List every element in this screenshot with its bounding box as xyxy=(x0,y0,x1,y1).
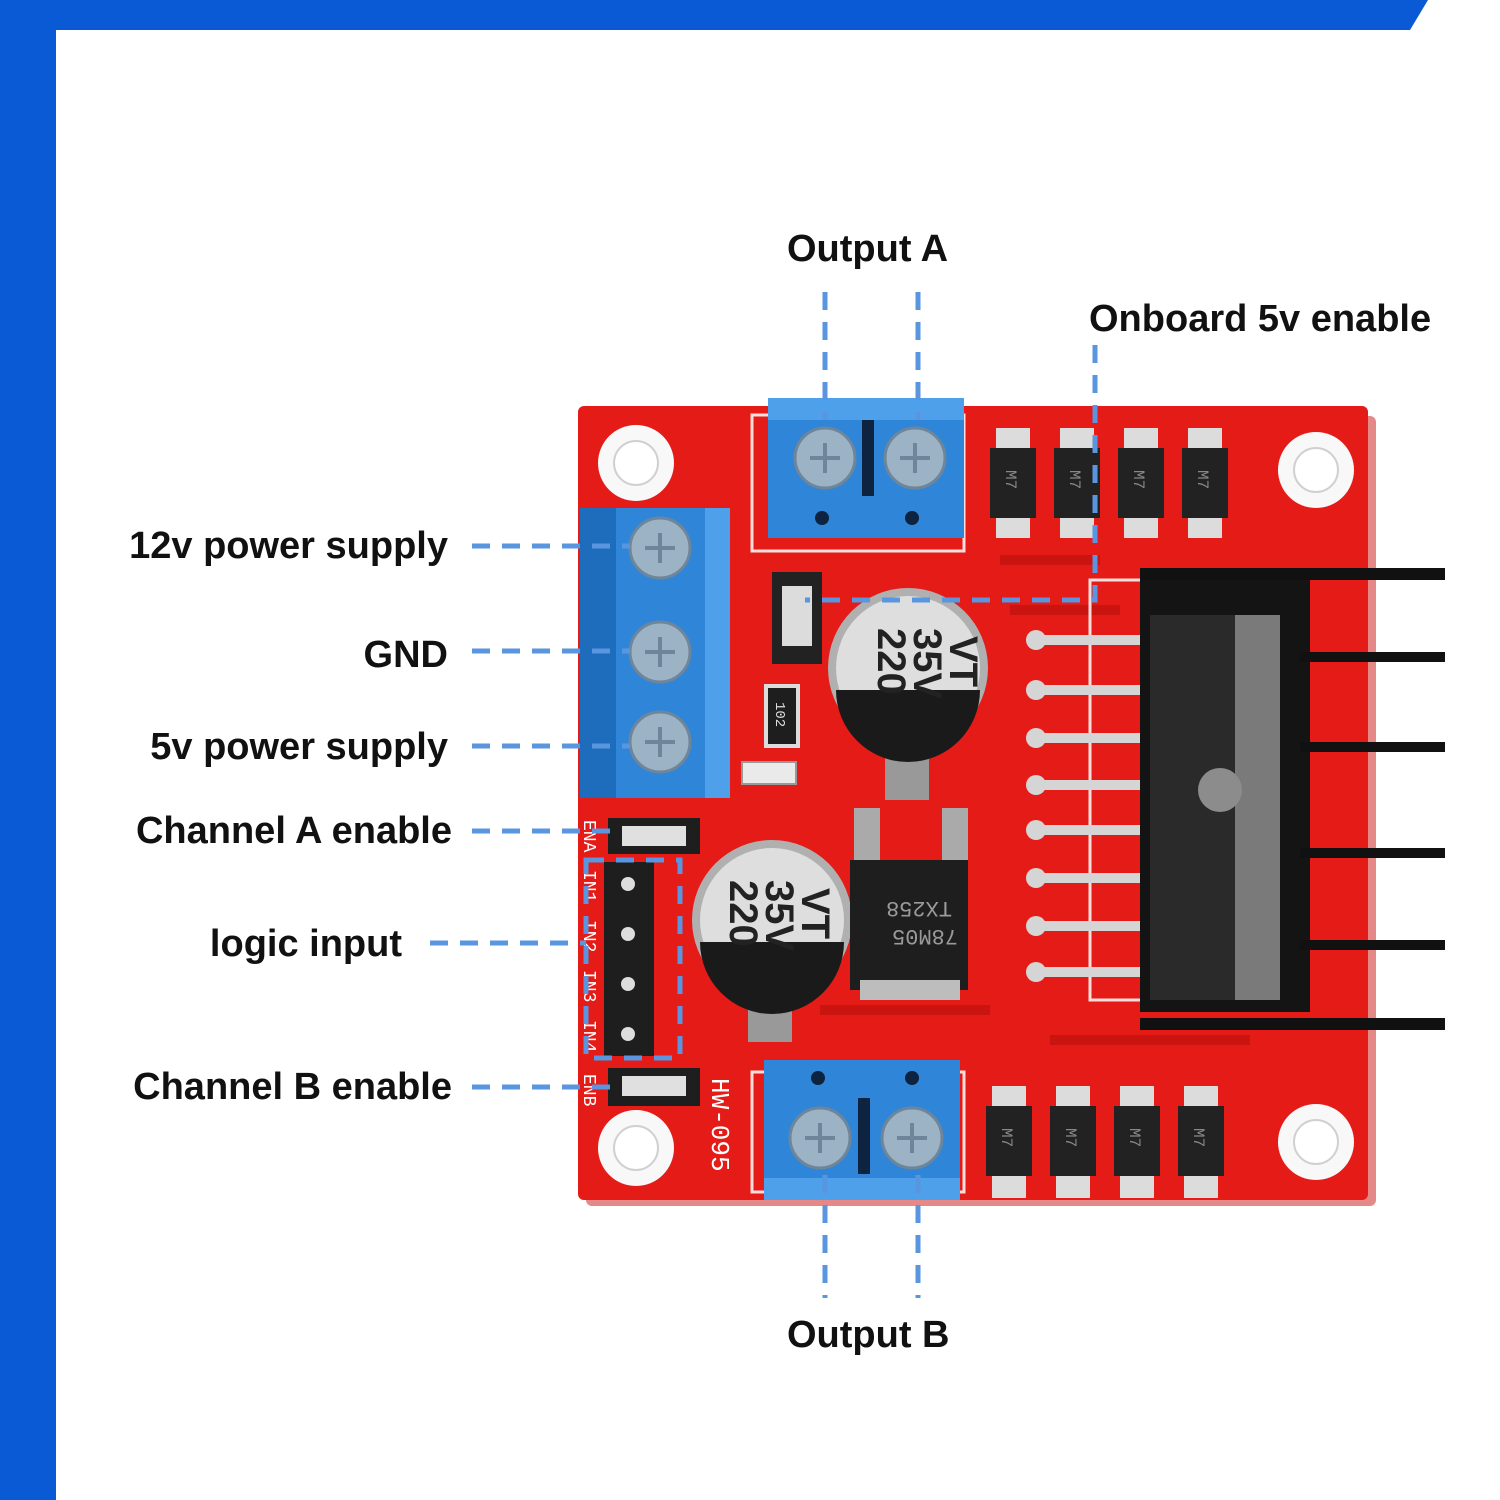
terminal-output-b xyxy=(764,1060,960,1200)
cap-bottom-text-3: VT xyxy=(793,888,837,939)
cap-top-text-2: 35V xyxy=(905,628,949,699)
resistor-text: 102 xyxy=(771,702,787,727)
diode-labels: M7 M7 M7 M7 M7 M7 M7 M7 xyxy=(997,470,1211,1147)
l298n-chip xyxy=(1026,568,1445,1030)
regulator-text-2: TX258 xyxy=(886,895,952,920)
label-channel-b-enable: Channel B enable xyxy=(133,1066,452,1108)
label-gnd: GND xyxy=(363,634,448,676)
cap-top-text-1: 220 xyxy=(869,628,913,695)
leader-lines xyxy=(430,292,1098,1298)
label-output-b: Output B xyxy=(787,1314,950,1356)
diode-label: M7 xyxy=(1125,1128,1143,1147)
label-12v-power-supply: 12v power supply xyxy=(129,525,448,567)
diodes-top xyxy=(990,428,1228,538)
regulator-text-1: 78M05 xyxy=(892,923,958,948)
logic-input-box xyxy=(583,857,683,1061)
leader-onboard-5v xyxy=(805,345,1098,603)
capacitor-bottom xyxy=(692,840,852,1042)
label-logic-input: logic input xyxy=(209,923,402,965)
cap-bottom-text-2: 35V xyxy=(757,880,801,951)
diode-label: M7 xyxy=(997,1128,1015,1147)
frame-bottom-corner xyxy=(0,1390,56,1500)
diode-label: M7 xyxy=(1189,1128,1207,1147)
terminal-output-a xyxy=(768,398,964,538)
label-5v-power-supply: 5v power supply xyxy=(150,726,448,768)
led xyxy=(741,761,797,785)
diode-label: M7 xyxy=(1065,470,1083,489)
diode-label: M7 xyxy=(1129,470,1147,489)
diode-label: M7 xyxy=(1061,1128,1079,1147)
pin-label-ena: ENA xyxy=(578,820,598,853)
diode-label: M7 xyxy=(1193,470,1211,489)
board-model-text: HW-095 xyxy=(704,1078,734,1172)
label-output-a: Output A xyxy=(787,228,949,270)
pin-label-enb: ENB xyxy=(578,1074,598,1107)
resistor xyxy=(764,684,800,748)
label-channel-a-enable: Channel A enable xyxy=(135,810,452,852)
label-onboard-5v-enable: Onboard 5v enable xyxy=(1089,298,1432,340)
diode-label: M7 xyxy=(1001,470,1019,489)
frame-left-bar xyxy=(0,0,56,1500)
regulator xyxy=(850,808,968,1000)
diodes-bottom xyxy=(986,1086,1224,1198)
pin-header xyxy=(604,818,700,1106)
cap-bottom-text-1: 220 xyxy=(721,880,765,947)
frame-top-bar xyxy=(0,0,1428,30)
mounting-holes xyxy=(598,425,1354,1186)
cap-top-text-3: VT xyxy=(941,636,985,687)
capacitor-top xyxy=(828,588,988,800)
jumper-5v-enable xyxy=(772,572,822,664)
